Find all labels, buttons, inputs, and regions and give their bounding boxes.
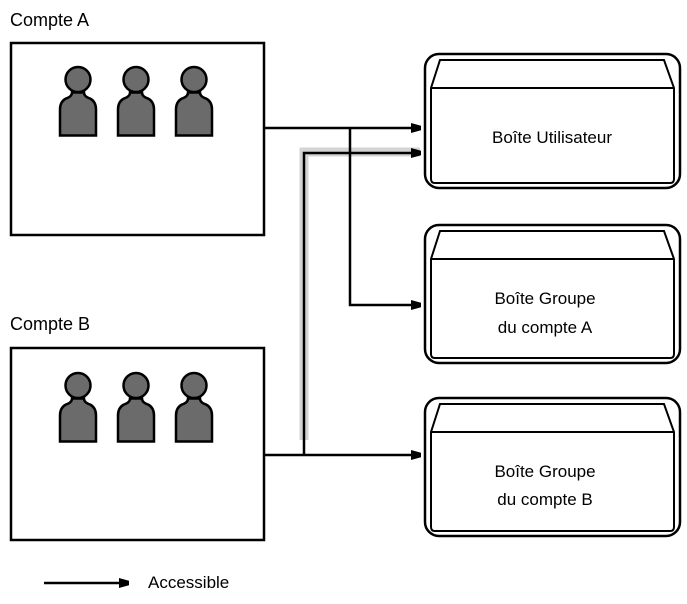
box-inner — [430, 230, 675, 359]
person-icon — [116, 371, 156, 443]
account-a-members — [58, 65, 214, 137]
person-icon — [58, 65, 98, 137]
account-b: Compte B — [9, 314, 266, 542]
account-a-title: Compte A — [10, 10, 89, 30]
account-a: Compte A — [9, 10, 266, 237]
person-icon — [58, 371, 98, 443]
legend: Accessible — [44, 573, 229, 592]
group-b-box: Boîte Groupe du compte B — [423, 396, 682, 538]
group-a-box-label-line2: du compte A — [498, 318, 593, 337]
arrow-b-to-user-box — [302, 153, 420, 455]
person-icon — [116, 65, 156, 137]
group-a-box: Boîte Groupe du compte A — [423, 223, 682, 365]
group-b-box-label-line2: du compte B — [497, 490, 592, 509]
user-box-label: Boîte Utilisateur — [492, 128, 612, 147]
box-inner — [430, 59, 675, 184]
arrow-a-to-group-a-box — [348, 128, 420, 305]
person-icon — [174, 371, 214, 443]
highlight-path — [299, 147, 420, 440]
group-b-box-label-line1: Boîte Groupe — [494, 462, 595, 481]
box-inner — [430, 403, 675, 532]
account-b-title: Compte B — [10, 314, 90, 334]
user-box: Boîte Utilisateur — [423, 52, 682, 190]
group-a-box-label-line1: Boîte Groupe — [494, 289, 595, 308]
connectors — [264, 128, 420, 455]
person-icon — [174, 65, 214, 137]
account-b-members — [58, 371, 214, 443]
legend-label: Accessible — [148, 573, 229, 592]
